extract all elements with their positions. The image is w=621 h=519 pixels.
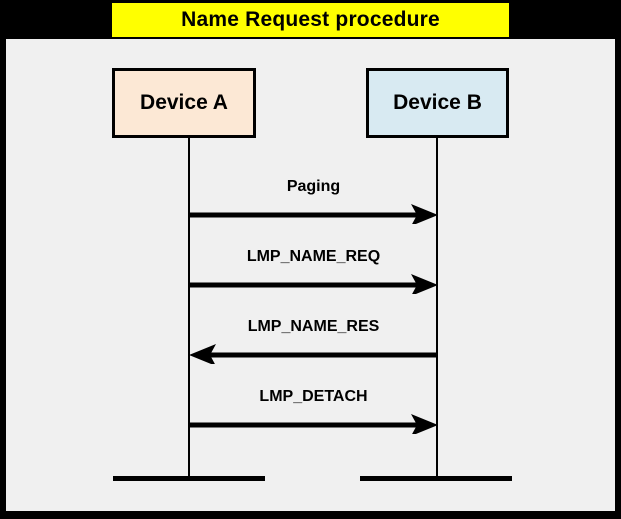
diagram-title-banner: Name Request procedure: [112, 3, 509, 37]
lifeline-device-a: [188, 138, 190, 479]
arrow-right-icon: [189, 274, 438, 294]
message-label-lmp-name-req: LMP_NAME_REQ: [246, 248, 381, 265]
message-label-lmp-detach: LMP_DETACH: [259, 388, 368, 405]
actor-label-device-b: Device B: [393, 91, 482, 114]
actor-box-device-a[interactable]: Device A: [112, 68, 256, 138]
actor-label-device-a: Device A: [140, 91, 228, 114]
message-lmp-name-res: LMP_NAME_RES: [189, 318, 438, 364]
message-lmp-detach: LMP_DETACH: [189, 388, 438, 434]
arrow-left-icon: [189, 344, 438, 364]
message-paging: Paging: [189, 178, 438, 224]
message-label-paging: Paging: [286, 178, 341, 195]
message-lmp-name-req: LMP_NAME_REQ: [189, 248, 438, 294]
lifeline-terminator-device-a: [113, 476, 265, 481]
diagram-title-text: Name Request procedure: [181, 8, 440, 31]
message-label-lmp-name-res: LMP_NAME_RES: [247, 318, 380, 335]
lifeline-device-b: [436, 138, 438, 479]
actor-box-device-b[interactable]: Device B: [366, 68, 509, 138]
arrow-right-icon: [189, 414, 438, 434]
arrow-right-icon: [189, 204, 438, 224]
lifeline-terminator-device-b: [360, 476, 512, 481]
diagram-canvas: [6, 39, 615, 511]
